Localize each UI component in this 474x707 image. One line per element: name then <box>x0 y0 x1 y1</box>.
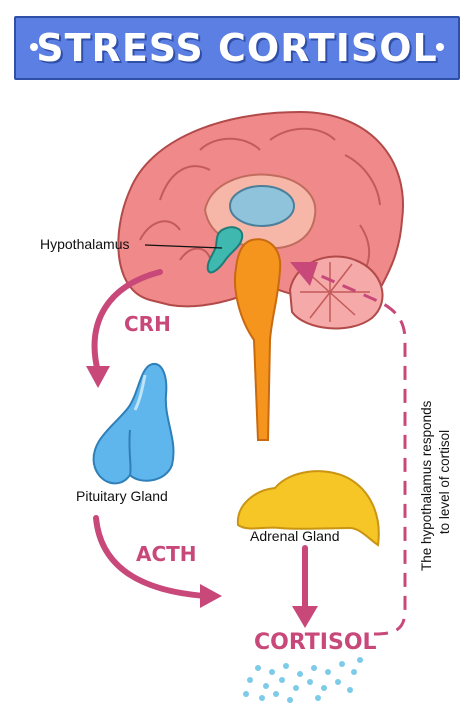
banner-rivet-right <box>436 43 444 51</box>
cortisol-molecules <box>243 657 363 703</box>
hypothalamus-leader-line <box>144 244 223 249</box>
feedback-arrowhead <box>290 262 318 286</box>
arrow-heads <box>86 366 318 628</box>
feedback-text-line1: The hypothalamus responds <box>419 400 434 571</box>
crh-arrowhead <box>86 366 110 388</box>
pituitary-gland-label: Pituitary Gland <box>76 488 168 504</box>
brain-illustration <box>117 110 404 441</box>
feedback-text-line2: to level of cortisol <box>437 429 452 535</box>
page-title: STRESS CORTISOL <box>36 26 438 70</box>
cortisol-arrowhead <box>292 606 318 628</box>
hypothalamus-label: Hypothalamus <box>40 236 130 252</box>
feedback-text: The hypothalamus responds to level of co… <box>410 345 470 605</box>
adrenal-gland-label: Adrenal Gland <box>250 528 340 544</box>
flow-arrows <box>91 269 308 613</box>
feedback-dashed-line <box>311 270 407 636</box>
pituitary-gland-illustration <box>92 362 175 485</box>
crh-arrow <box>91 269 163 375</box>
acth-label: ACTH <box>136 542 197 566</box>
adrenal-gland-illustration <box>236 470 380 547</box>
acth-arrowhead <box>200 584 222 608</box>
banner-rivet-left <box>30 43 38 51</box>
crh-label: CRH <box>124 312 171 336</box>
cortisol-label: CORTISOL <box>254 630 377 655</box>
title-banner: STRESS CORTISOL <box>14 16 460 80</box>
acth-arrow <box>93 515 208 599</box>
